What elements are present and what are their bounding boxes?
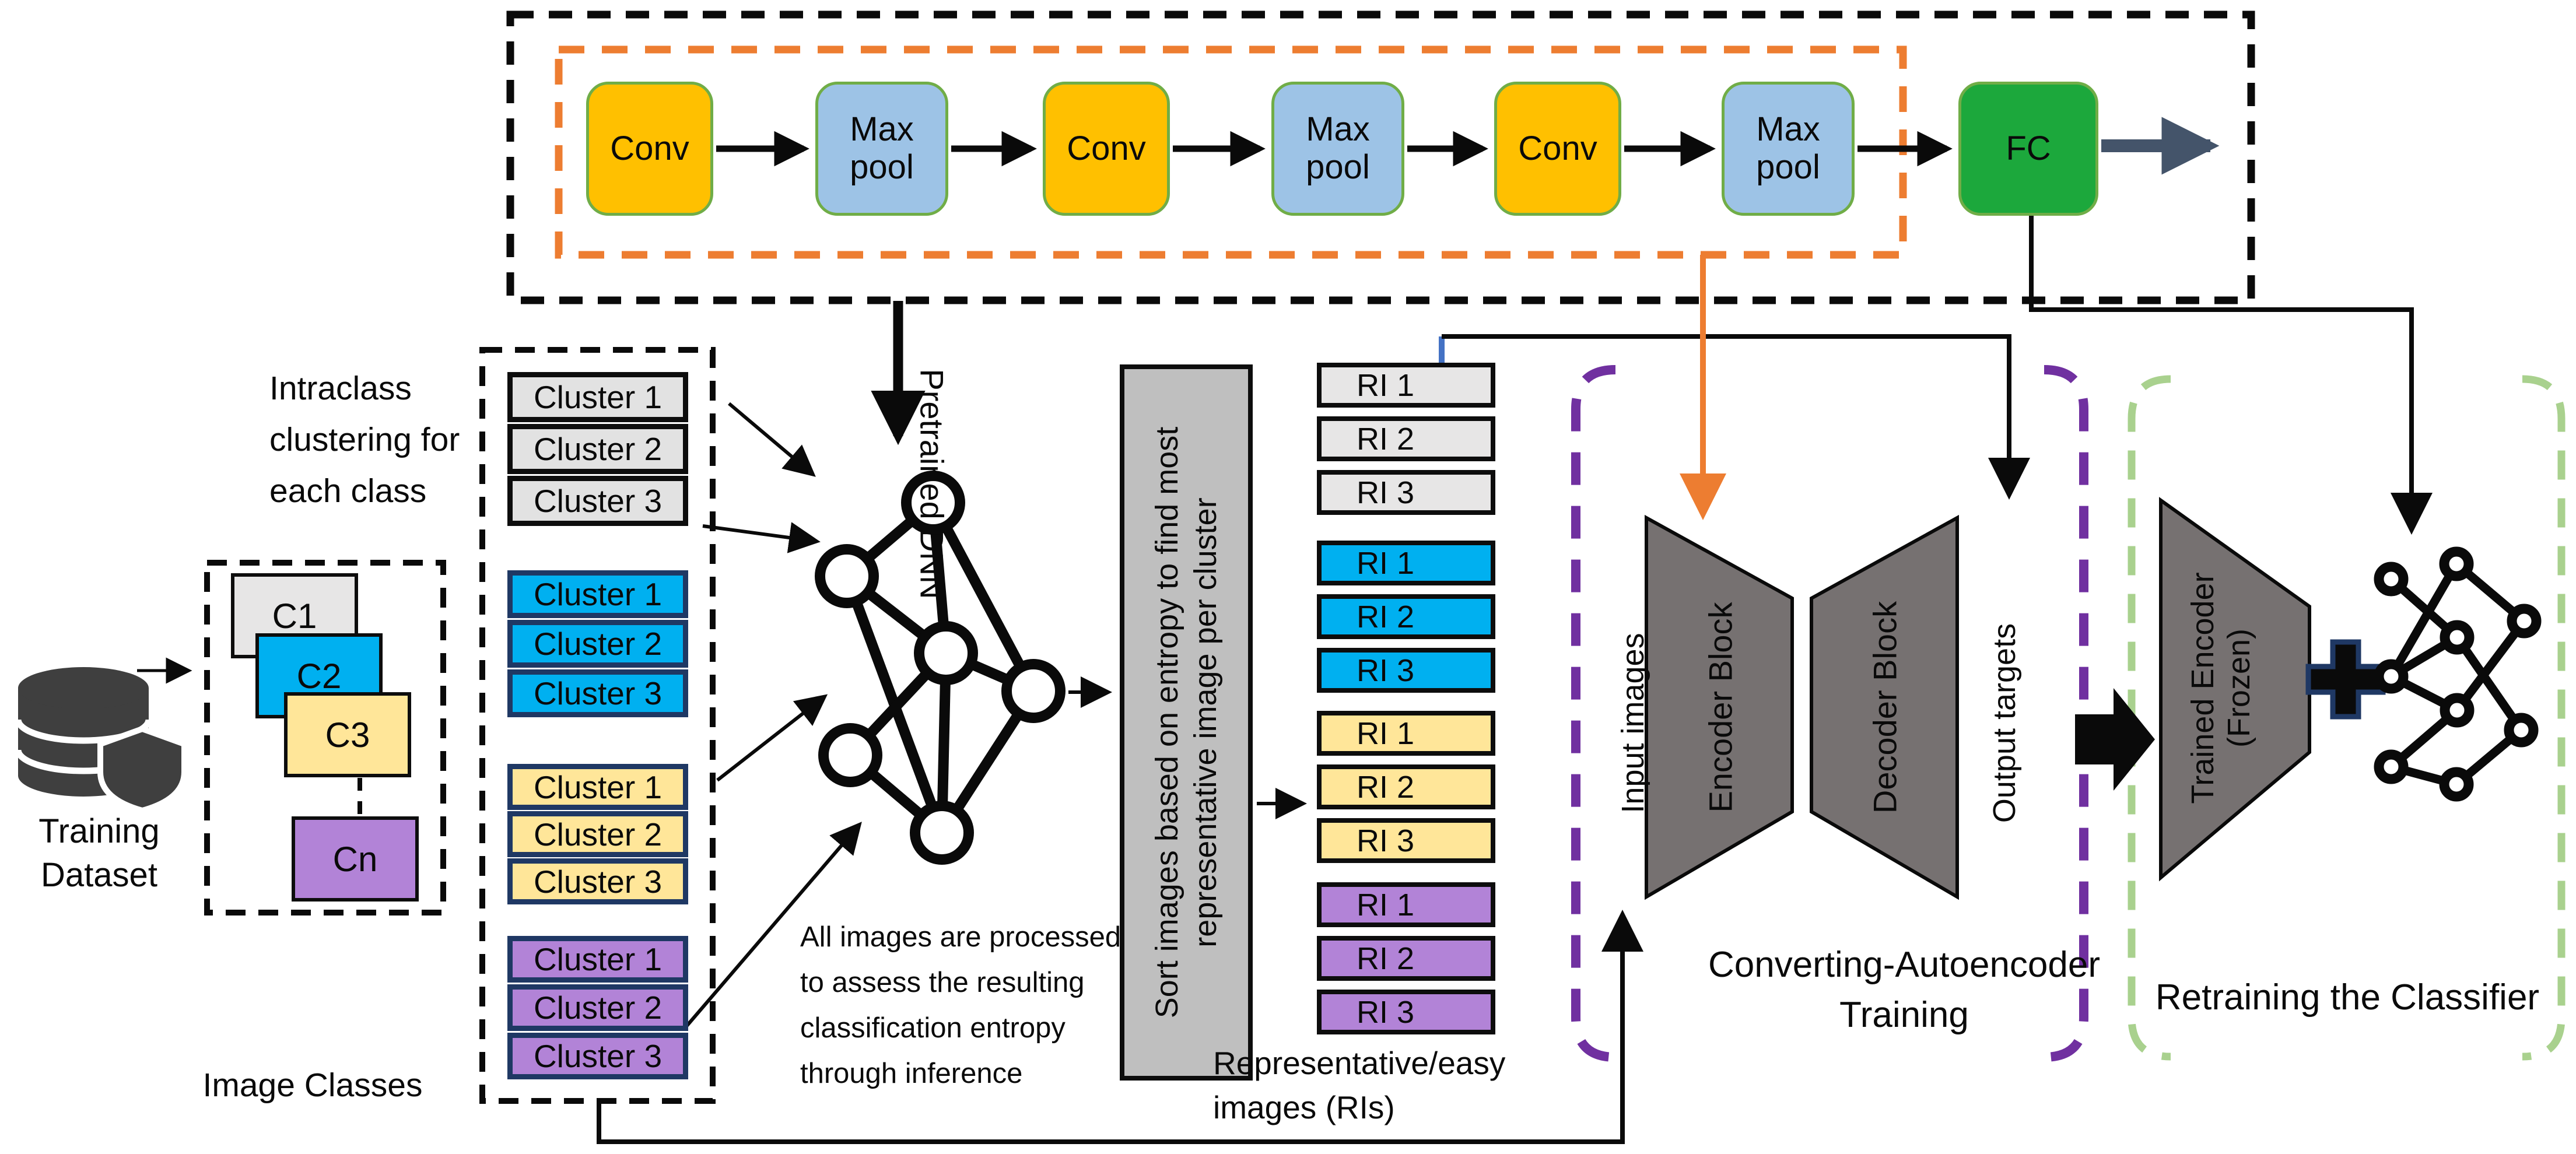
cluster-box: Cluster 3 [507, 476, 688, 526]
intraclass-note: Intraclass clustering for each class [269, 370, 460, 510]
cluster-box: Cluster 1 [507, 936, 688, 983]
converting-autoencoder-caption: Converting-Autoencoder Training [1708, 945, 2101, 1035]
cluster-box: Cluster 1 [507, 570, 688, 618]
conv-block-3-label: Conv [1518, 129, 1597, 167]
encoder-block-label: Encoder Block [1702, 602, 1739, 813]
pretrained-dnn-icon [815, 471, 1066, 865]
ri-box: RI 3 [1317, 470, 1495, 515]
decoder-trapezoid [1810, 514, 1959, 900]
conv-block-3: Conv [1494, 82, 1621, 216]
sort-entropy-box-label: Sort images based on entropy to find mos… [1149, 426, 1223, 1019]
clusters-to-encoder-input-line [597, 910, 1643, 1144]
section-block-arrow-icon [2075, 688, 2155, 791]
class-card-c3: C3 [284, 692, 411, 777]
autoencoder-purple-brackets [1571, 365, 2088, 1062]
encoder-trapezoid [1645, 514, 1794, 900]
cluster-to-dnn-arrows [685, 402, 862, 1027]
inference-note: All images are processed to assess the r… [800, 921, 1121, 1089]
ri-box: RI 2 [1317, 936, 1495, 981]
sort-entropy-box [1120, 364, 1253, 1081]
trained-encoder-trapezoid [2159, 497, 2311, 882]
maxpool-block-2-label: Max pool [1306, 110, 1370, 186]
ri-box: RI 2 [1317, 416, 1495, 461]
retraining-caption: Retraining the Classifier [2155, 977, 2540, 1018]
conv-block-1-label: Conv [610, 129, 689, 167]
shield-icon [97, 725, 187, 814]
cluster-box: Cluster 2 [507, 811, 688, 857]
plus-connector-icon [2305, 639, 2386, 720]
maxpool-block-2: Max pool [1271, 82, 1404, 216]
conv-block-2-label: Conv [1067, 129, 1146, 167]
cluster-column-dashed-box [479, 347, 716, 1104]
input-images-label: Input images [1615, 633, 1650, 813]
ri-box: RI 2 [1317, 764, 1495, 809]
cluster-box: Cluster 3 [507, 1033, 688, 1079]
cluster-box: Cluster 2 [507, 620, 688, 668]
fc-to-classifier-line [2029, 209, 2433, 535]
output-targets-label: Output targets [1987, 623, 2022, 823]
conv-block-2: Conv [1043, 82, 1170, 216]
cluster-box: Cluster 1 [507, 764, 688, 810]
cluster-box: Cluster 3 [507, 858, 688, 904]
training-dataset-label: Training Dataset [38, 812, 160, 894]
pretrained-dnn-dashed-frame [506, 10, 2255, 304]
fc-block-label: FC [2006, 129, 2051, 167]
database-icon [15, 667, 187, 814]
ri-box: RI 1 [1317, 882, 1495, 927]
ri-box: RI 3 [1317, 990, 1495, 1034]
classifier-nn-icon [2374, 546, 2542, 802]
maxpool-block-1-label: Max pool [850, 110, 914, 186]
ri-box: RI 3 [1317, 818, 1495, 863]
conv-block-1: Conv [586, 82, 713, 216]
ri-to-output-targets-line [1439, 334, 2030, 500]
ri-box: RI 1 [1317, 541, 1495, 585]
fc-block: FC [1958, 82, 2098, 216]
ri-box: RI 1 [1317, 363, 1495, 408]
cluster-box: Cluster 2 [507, 984, 688, 1031]
image-classes-dashed-box [204, 560, 446, 916]
image-classes-caption: Image Classes [202, 1067, 423, 1104]
maxpool-block-3: Max pool [1722, 82, 1855, 216]
maxpool-block-1: Max pool [815, 82, 948, 216]
pretrained-dnn-label: Pretrained DNN [913, 369, 951, 599]
maxpool-block-3-label: Max pool [1756, 110, 1820, 186]
ri-box: RI 2 [1317, 594, 1495, 639]
retraining-green-brackets [2128, 375, 2566, 1061]
ri-box: RI 3 [1317, 648, 1495, 693]
decoder-block-label: Decoder Block [1866, 601, 1904, 814]
ri-caption: Representative/easy images (RIs) [1213, 1045, 1506, 1125]
ri-box: RI 1 [1317, 711, 1495, 756]
cluster-box: Cluster 2 [507, 424, 688, 474]
class-card-cn: Cn [292, 816, 419, 902]
cluster-box: Cluster 1 [507, 372, 688, 422]
trained-encoder-label: Trained Encoder (Frozen) [2185, 572, 2256, 804]
cluster-box: Cluster 3 [507, 669, 688, 717]
